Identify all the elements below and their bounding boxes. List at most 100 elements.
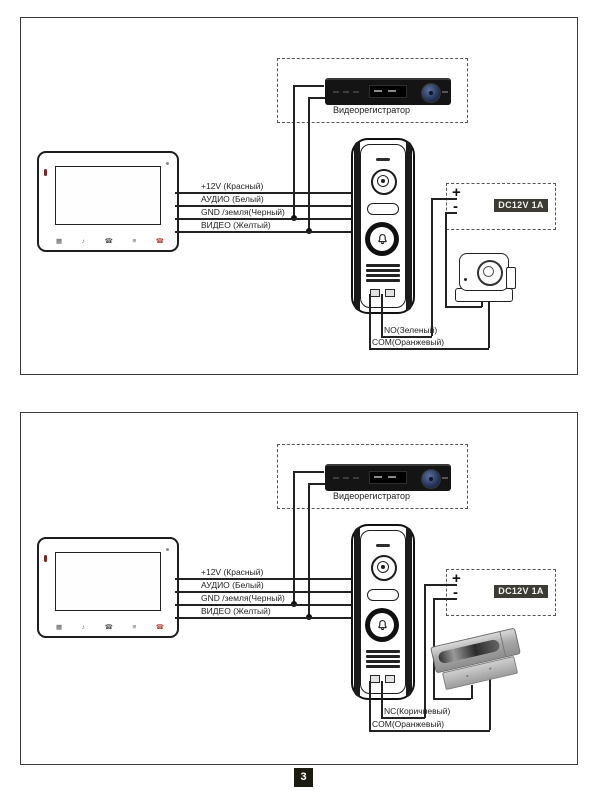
psu-dashed-box xyxy=(446,183,556,230)
station-side-right xyxy=(406,141,412,311)
psu-plus: + xyxy=(452,184,461,201)
speaker-grille xyxy=(366,650,400,670)
melody-icon: ♪ xyxy=(81,238,86,245)
screen-icon: ▦ xyxy=(56,238,63,245)
station-side-right xyxy=(406,527,412,697)
wire-label-video: ВИДЕО (Желтый) xyxy=(201,606,271,616)
dvr-buttons xyxy=(333,477,363,480)
microphone-icon xyxy=(44,555,47,562)
psu-plus-drop xyxy=(424,584,426,718)
diagram-frame-2: Видеорегистратор ▦ ♪ ☎ ≡ ☎ +12V (Красный… xyxy=(20,412,578,765)
dvr-wire-gnd xyxy=(293,471,324,473)
wire-video xyxy=(175,617,353,619)
dvr-wire-video-drop xyxy=(308,483,310,617)
terminal-1 xyxy=(370,289,380,297)
talk-icon: ☎ xyxy=(104,624,113,631)
wire-com xyxy=(369,730,490,732)
melody-icon: ♪ xyxy=(81,624,86,631)
psu-minus: - xyxy=(453,584,458,601)
wire-audio xyxy=(175,205,353,207)
lock-screw xyxy=(464,278,467,281)
dvr-dashed-box xyxy=(277,58,468,123)
dvr-jog-dial xyxy=(421,83,441,103)
monitor-screen xyxy=(55,166,161,225)
door-station xyxy=(351,138,415,314)
door-station xyxy=(351,524,415,700)
talk-icon: ☎ xyxy=(104,238,113,245)
psu-minus-drop xyxy=(445,212,447,306)
lock-com-drop xyxy=(488,299,490,348)
dvr-dashed-box xyxy=(277,444,468,509)
dvr-jog-dial xyxy=(421,469,441,489)
psu-rating-badge: DC12V 1A xyxy=(494,585,548,598)
indoor-monitor: ▦ ♪ ☎ ≡ ☎ xyxy=(37,537,179,638)
maglock-com-drop xyxy=(489,677,491,730)
station-side-left xyxy=(354,141,360,311)
maglock-endcap xyxy=(499,631,507,657)
mic-slot xyxy=(376,544,390,547)
call-button xyxy=(365,608,399,642)
diagram-frame-1: Видеорегистратор ▦ ♪ ☎ ≡ ☎ +12V (Красный… xyxy=(20,17,578,375)
terminal-2 xyxy=(385,675,395,683)
wire-gnd xyxy=(175,604,353,606)
hangup-icon: ☎ xyxy=(155,238,164,245)
wire-gnd xyxy=(175,218,353,220)
terminal-1 xyxy=(370,675,380,683)
wire-label-nc: NC(Коричневый) xyxy=(384,706,451,716)
monitor-screen xyxy=(55,552,161,611)
dvr-wire-gnd-drop xyxy=(293,85,295,218)
maglock-minus-riser xyxy=(471,685,473,699)
wire-label-gnd: GND /земля(Черный) xyxy=(201,593,285,603)
wire-label-gnd: GND /земля(Черный) xyxy=(201,207,285,217)
station-face-panel xyxy=(360,530,406,694)
hangup-icon: ☎ xyxy=(155,624,164,631)
wire-12v xyxy=(175,192,353,194)
menu-icon: ≡ xyxy=(132,624,137,631)
psu-plus: + xyxy=(452,570,461,587)
dvr-wire-video xyxy=(308,483,325,485)
ir-window xyxy=(367,203,399,215)
dvr-label: Видеорегистратор xyxy=(332,105,411,115)
lock-cylinder xyxy=(477,260,503,286)
bell-icon xyxy=(377,233,387,244)
wire-nc xyxy=(381,717,425,719)
wire-label-com: COM(Оранжевый) xyxy=(372,719,445,729)
wire-video xyxy=(175,231,353,233)
wire-com-drop xyxy=(369,294,371,348)
dvr-wire-gnd xyxy=(293,85,324,87)
monitor-led xyxy=(166,162,169,165)
dvr-device xyxy=(325,78,451,105)
lock-latch-tab xyxy=(506,267,516,289)
station-side-left xyxy=(354,527,360,697)
call-button xyxy=(365,222,399,256)
dvr-vent xyxy=(442,477,448,479)
psu-plus-stub xyxy=(424,584,457,586)
lock-minus-riser xyxy=(481,299,483,307)
station-face-panel xyxy=(360,144,406,308)
wire-label-audio: АУДИО (Белый) xyxy=(201,580,264,590)
dvr-wire-gnd-drop xyxy=(293,471,295,604)
wire-label-12v: +12V (Красный) xyxy=(201,181,264,191)
dvr-buttons xyxy=(333,91,363,94)
dvr-label: Видеорегистратор xyxy=(332,491,411,501)
mic-slot xyxy=(376,158,390,161)
speaker-grille xyxy=(366,264,400,284)
wire-no-drop xyxy=(381,294,383,336)
wire-label-audio: АУДИО (Белый) xyxy=(201,194,264,204)
dvr-device xyxy=(325,464,451,491)
wire-label-video: ВИДЕО (Желтый) xyxy=(201,220,271,230)
wire-12v xyxy=(175,578,353,580)
camera-lens xyxy=(371,169,397,195)
wire-com-drop xyxy=(369,681,371,730)
bell-icon xyxy=(377,619,387,630)
wire-label-com: COM(Оранжевый) xyxy=(372,337,445,347)
wire-com xyxy=(369,348,489,350)
wire-audio xyxy=(175,591,353,593)
wire-label-no: NO(Зеленый) xyxy=(384,325,438,335)
dvr-vent xyxy=(442,91,448,93)
psu-minus-stub xyxy=(445,212,457,214)
monitor-led xyxy=(166,548,169,551)
indoor-monitor: ▦ ♪ ☎ ≡ ☎ xyxy=(37,151,179,252)
microphone-icon xyxy=(44,169,47,176)
